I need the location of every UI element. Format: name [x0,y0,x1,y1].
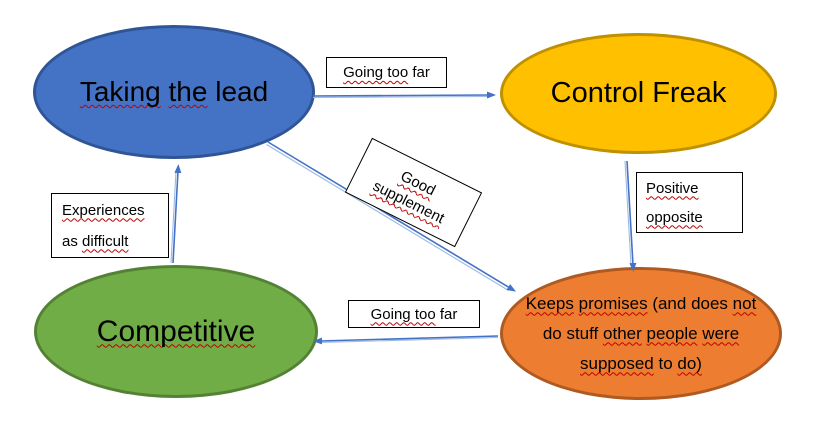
node-taking-the-lead: Taking the lead [33,25,315,159]
arrow-taking-the-lead-to-keeps-promises [266,141,516,292]
node-control-freak-label: Control Freak [550,77,727,109]
edge-label-going-too-far-top: Going too far [326,57,447,88]
arrow-control-freak-to-keeps-promises [624,160,637,272]
node-taking-the-lead-label: Taking the lead [79,76,269,107]
node-control-freak: Control Freak [500,33,777,154]
node-competitive-label: Competitive [96,314,256,348]
node-competitive: Competitive [34,265,318,398]
edge-label-going-too-far-bottom: Going too far [348,300,480,328]
arrow-keeps-promises-to-competitive [313,335,499,345]
edge-label-going-too-far-bottom-text: Going too far [370,305,458,323]
arrow-taking-the-lead-to-control-freak [312,91,496,99]
arrow-competitive-to-taking-the-lead [170,164,182,264]
edge-label-going-too-far-top-text: Going too far [343,64,430,81]
